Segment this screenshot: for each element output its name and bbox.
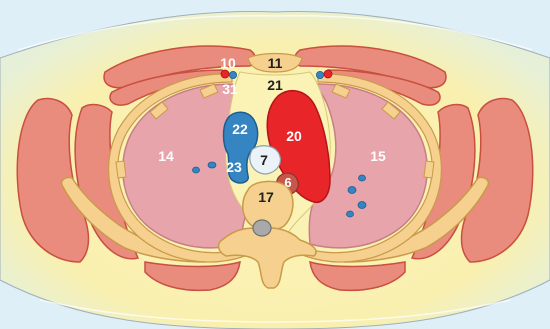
left-pulmonary-vessel-2 <box>208 162 216 168</box>
label-10: 10 <box>220 55 236 71</box>
label-23: 23 <box>226 159 242 175</box>
label-7: 7 <box>260 152 268 168</box>
right-pulmonary-vessel-1 <box>359 175 366 181</box>
right-internal-thoracic-vein <box>316 71 323 78</box>
label-6: 6 <box>284 175 291 190</box>
spinal-canal <box>253 220 271 236</box>
right-pulmonary-vessel-4 <box>347 211 354 217</box>
left-internal-thoracic-vein <box>229 71 236 78</box>
label-14: 14 <box>158 148 174 164</box>
label-21: 21 <box>267 77 283 93</box>
label-20: 20 <box>286 128 302 144</box>
label-11: 11 <box>268 55 283 71</box>
label-15: 15 <box>370 148 386 164</box>
rib-segment-right-3 <box>424 161 434 178</box>
label-22: 22 <box>232 121 248 137</box>
right-pulmonary-vessel-2 <box>348 187 356 194</box>
left-pulmonary-vessel-1 <box>193 167 200 173</box>
right-internal-thoracic-artery <box>324 70 332 78</box>
right-pulmonary-vessel-3 <box>358 202 366 209</box>
rib-segment-left-3 <box>116 161 126 178</box>
left-internal-thoracic-artery <box>221 70 229 78</box>
label-17: 17 <box>258 189 274 205</box>
label-31: 31 <box>222 81 238 97</box>
